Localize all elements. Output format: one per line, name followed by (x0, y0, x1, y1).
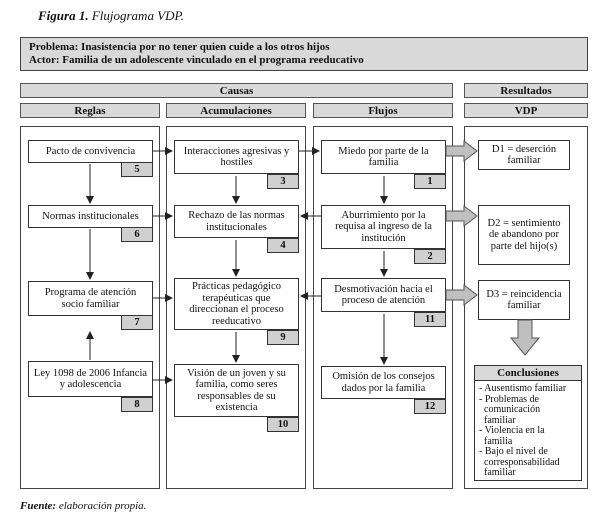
flujo-number: 1 (414, 174, 446, 189)
source-text: elaboración propia. (58, 500, 147, 512)
figure-caption: Figura 1. Flujograma VDP. (38, 8, 184, 24)
flujo-box: Omisión de los consejos dados por la fam… (321, 366, 446, 399)
block-arrow-d2 (445, 204, 478, 228)
regla-number: 6 (121, 227, 153, 242)
regla-number: 8 (121, 397, 153, 412)
acumulacion-number: 10 (267, 417, 299, 432)
regla-box: Normas institucionales (28, 205, 153, 228)
vdp-box-d3: D3 = reincidencia familiar (478, 280, 570, 320)
flujo-box: Desmotivación hacia el proceso de atenci… (321, 278, 446, 312)
header-acumulaciones: Acumulaciones (166, 103, 306, 118)
figure-label: Figura 1. (38, 8, 89, 23)
acumulacion-box: Interacciones agresivas y hostiles (174, 140, 299, 174)
acumulacion-number: 4 (267, 238, 299, 253)
regla-box: Pacto de convivencia (28, 140, 153, 163)
source-note: Fuente: elaboración propia. (20, 500, 146, 512)
acumulacion-box: Rechazo de las normas institucionales (174, 205, 299, 238)
conclusion-item: - Violencia en la familia (479, 425, 545, 447)
header-flujos: Flujos (313, 103, 453, 118)
problem-banner: Problema: Inasistencia por no tener quie… (20, 37, 588, 71)
acumulacion-box: Visión de un joven y su familia, como se… (174, 364, 299, 417)
header-resultados: Resultados (464, 83, 588, 98)
vdp-box-d1: D1 = deserción familiar (478, 140, 570, 170)
problem-line: Problema: Inasistencia por no tener quie… (29, 41, 330, 53)
block-arrow-d3 (445, 283, 478, 307)
figure-title: Flujograma VDP. (91, 8, 185, 23)
regla-box: Ley 1098 de 2006 Infancia y adolescencia (28, 361, 153, 397)
flujo-box: Aburrimiento por la requisa al ingreso d… (321, 205, 446, 249)
flujo-number: 11 (414, 312, 446, 327)
conclusion-item: - Bajo el nivel de corresponsabilidad fa… (479, 446, 560, 478)
conclusions-title: Conclusiones (474, 365, 582, 381)
acumulacion-number: 9 (267, 330, 299, 345)
flujo-number: 12 (414, 399, 446, 414)
source-label: Fuente: (20, 500, 57, 512)
header-vdp: VDP (464, 103, 588, 118)
acumulacion-number: 3 (267, 174, 299, 189)
flujo-number: 2 (414, 249, 446, 264)
regla-number: 5 (121, 162, 153, 177)
conclusion-item: - Problemas de comunicación familiar (479, 393, 541, 426)
vdp-box-d2: D2 = sentimiento de abandono por parte d… (478, 205, 570, 265)
block-arrow-d1 (445, 139, 478, 163)
acumulacion-box: Prácticas pedagógico terapéuticas que di… (174, 278, 299, 330)
regla-number: 7 (121, 315, 153, 330)
header-causas: Causas (20, 83, 453, 98)
header-reglas: Reglas (20, 103, 160, 118)
conclusion-item: - Ausentismo familiar (479, 383, 567, 394)
actor-line: Actor: Familia de un adolescente vincula… (29, 54, 364, 66)
flujo-box: Miedo por parte de la familia (321, 140, 446, 174)
block-arrow-conclusions (509, 319, 541, 356)
conclusions-list: - Ausentismo familiar - Problemas de com… (474, 381, 582, 481)
regla-box: Programa de atención socio familiar (28, 281, 153, 316)
